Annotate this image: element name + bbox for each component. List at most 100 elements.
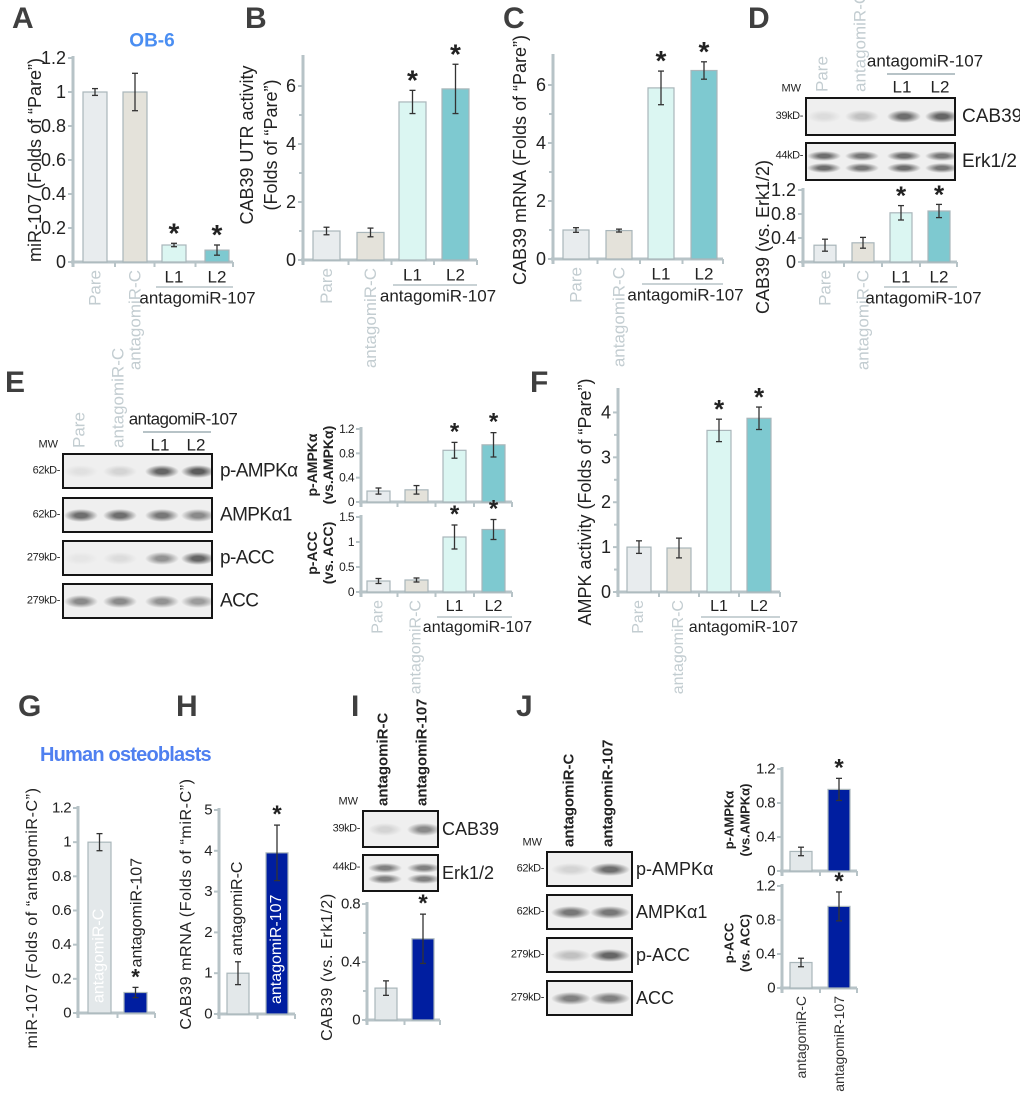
y-tick-label: 3 — [600, 447, 611, 468]
category-label: L2 — [207, 267, 227, 287]
lane-label: antagomiR-C — [850, 0, 870, 92]
category-label: L2 — [750, 598, 768, 615]
y-tick-label: 0.4 — [770, 228, 796, 248]
significance-asterisk: * — [450, 38, 461, 70]
y-axis-label: CAB39 (vs. Erk1/2) — [753, 159, 773, 315]
y-tick-label: 0.8 — [755, 911, 776, 929]
y-tick-label: 1.2 — [755, 877, 776, 895]
western-blot-strip — [805, 97, 956, 136]
y-tick-label: 1.2 — [339, 422, 354, 436]
category-label: antagomiR-C — [670, 600, 687, 695]
y-tick-label: 1.5 — [339, 510, 354, 524]
y-tick-label: 2 — [600, 492, 611, 513]
molecular-weight-label: 279kD — [511, 949, 544, 961]
protein-band — [551, 905, 591, 919]
y-tick-label: 0 — [785, 252, 796, 272]
molecular-weight-label: 39kD — [333, 823, 360, 835]
y-tick-label: 0 — [63, 1004, 71, 1022]
significance-asterisk: * — [407, 64, 418, 96]
y-tick-label: 6 — [535, 75, 546, 95]
significance-asterisk: * — [272, 801, 282, 829]
bar — [441, 88, 470, 261]
mw-label: MW — [522, 836, 542, 849]
protein-band — [103, 508, 137, 522]
significance-asterisk: * — [488, 408, 499, 436]
category-label: antagomiR-107 — [831, 996, 847, 1092]
y-axis-label: p-AMPKα — [721, 790, 737, 850]
significance-asterisk: * — [211, 219, 223, 250]
significance-asterisk: * — [933, 179, 945, 210]
y-tick-label: 0.8 — [51, 867, 72, 885]
protein-band — [845, 162, 879, 173]
panel-label: D — [748, 2, 770, 35]
y-tick-label: 0.8 — [755, 794, 776, 812]
protein-band — [807, 151, 841, 162]
group-label: antagomiR-107 — [422, 619, 533, 636]
bar — [398, 101, 427, 261]
western-blot-strip — [805, 142, 956, 181]
y-tick-label: 0.8 — [770, 204, 796, 224]
y-tick-label: 0.5 — [339, 560, 354, 574]
western-blot-strip — [362, 854, 439, 892]
y-tick-label: 1.2 — [51, 799, 72, 817]
bar — [82, 91, 108, 263]
protein-band — [367, 874, 403, 885]
y-tick-label: 0.4 — [40, 184, 66, 204]
blot-row-label: p-ACC — [636, 945, 691, 965]
significance-asterisk: * — [895, 180, 907, 211]
panel-label: B — [245, 2, 267, 35]
y-tick-label: 0.8 — [40, 116, 66, 136]
y-tick-label: 0 — [767, 862, 775, 880]
western-blot-strip — [62, 540, 213, 576]
protein-band — [887, 110, 921, 123]
category-label: antagomiR-107 — [128, 857, 146, 968]
protein-band — [367, 822, 403, 836]
significance-asterisk: * — [131, 964, 140, 990]
bar — [690, 69, 718, 260]
significance-asterisk: * — [834, 867, 844, 895]
significance-asterisk: * — [834, 754, 844, 782]
y-tick-label: 2 — [285, 192, 296, 212]
protein-band — [551, 948, 591, 962]
western-blot-strip — [62, 583, 213, 619]
western-blot-strip — [362, 810, 439, 848]
panel-label: J — [516, 690, 533, 723]
bar — [605, 229, 633, 260]
panel-label: H — [176, 690, 198, 723]
blot-row-label: CAB39 — [962, 106, 1020, 127]
significance-asterisk: * — [753, 382, 765, 413]
protein-band — [145, 594, 179, 608]
chart-title: Human osteoblasts — [40, 744, 212, 766]
protein-band — [807, 162, 841, 173]
category-label: L2 — [694, 264, 714, 284]
y-tick-label: 0.2 — [40, 218, 66, 238]
y-tick-label: 0.8 — [340, 895, 361, 913]
blot-row-label: p-ACC — [220, 547, 275, 569]
y-tick-label: 0 — [285, 250, 296, 270]
molecular-weight-label: 39kD — [776, 111, 803, 122]
category-label: L2 — [484, 598, 503, 615]
category-label: antagomiR-C — [361, 268, 380, 369]
protein-band — [590, 862, 630, 876]
protein-band — [807, 110, 841, 123]
mw-label: MW — [781, 82, 801, 95]
molecular-weight-label: 279kD — [27, 552, 60, 564]
bar — [122, 91, 148, 263]
category-label: L1 — [651, 264, 671, 284]
protein-band — [887, 151, 921, 162]
protein-band — [406, 874, 437, 885]
lane-label: antagomiR-C — [560, 753, 578, 847]
y-axis-label: (vs.AMPKα) — [737, 783, 753, 857]
lane-group-underline — [143, 431, 211, 433]
protein-band — [925, 162, 954, 173]
category-label: Pare — [85, 270, 105, 306]
protein-band — [103, 551, 137, 565]
molecular-weight-label: 44kD — [776, 150, 803, 162]
bar — [746, 417, 772, 593]
protein-band — [64, 551, 98, 565]
western-blot-strip — [62, 453, 213, 489]
blot-row-label: ACC — [636, 988, 675, 1008]
bar — [562, 229, 590, 260]
y-tick-label: 0.4 — [339, 470, 354, 485]
lane-label: L2 — [930, 77, 950, 97]
